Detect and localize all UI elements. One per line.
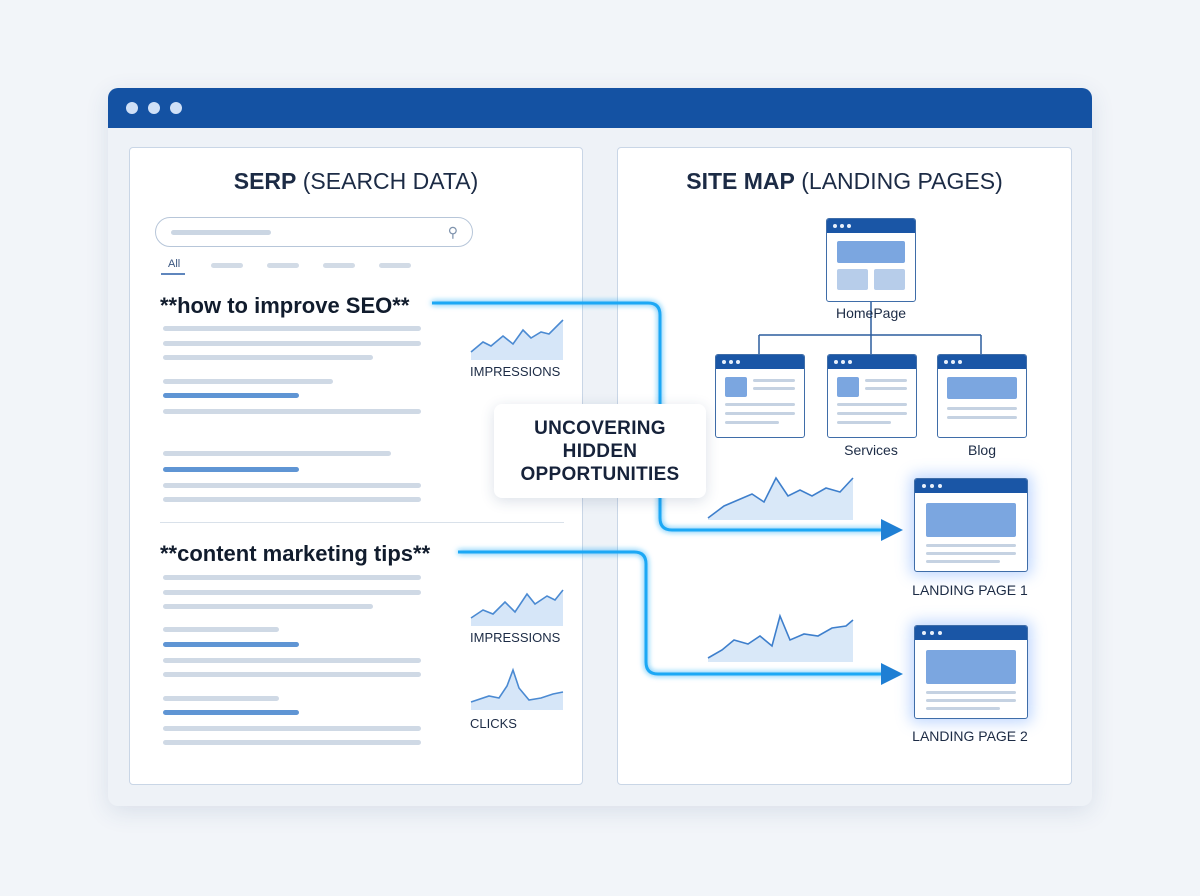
tab-placeholder[interactable] bbox=[211, 263, 243, 268]
serp-panel-title: SERP (SEARCH DATA) bbox=[233, 168, 479, 194]
services-page-icon[interactable] bbox=[827, 354, 917, 438]
node-label-landing-page-1: LANDING PAGE 1 bbox=[912, 582, 1028, 598]
search-icon[interactable]: ⚲ bbox=[447, 224, 458, 240]
impressions-sparkline-icon bbox=[470, 319, 564, 360]
keyword-how-to-improve-seo[interactable]: **how to improve SEO** bbox=[160, 293, 410, 318]
callout-line: UNCOVERING bbox=[534, 418, 666, 439]
arrow-right-icon bbox=[881, 519, 903, 541]
trend-sparkline-icon bbox=[707, 613, 854, 662]
tab-placeholder[interactable] bbox=[379, 263, 411, 268]
callout-line: HIDDEN bbox=[562, 441, 638, 462]
tab-all-underline bbox=[161, 273, 185, 275]
result-line bbox=[163, 451, 391, 456]
metric-label-clicks: CLICKS bbox=[470, 716, 517, 731]
child-page-icon[interactable] bbox=[715, 354, 805, 438]
homepage-page-icon[interactable] bbox=[826, 218, 916, 302]
window-dot-icon[interactable] bbox=[170, 102, 182, 114]
tab-placeholder[interactable] bbox=[323, 263, 355, 268]
node-label-homepage: HomePage bbox=[835, 305, 907, 321]
arrow-right-icon bbox=[881, 663, 903, 685]
result-link[interactable] bbox=[163, 393, 299, 398]
result-link[interactable] bbox=[163, 710, 299, 715]
result-line bbox=[163, 326, 421, 331]
result-line bbox=[163, 590, 421, 595]
result-line bbox=[163, 497, 421, 502]
node-label-landing-page-2: LANDING PAGE 2 bbox=[912, 728, 1028, 744]
window-titlebar bbox=[108, 88, 1092, 128]
metric-label-impressions: IMPRESSIONS bbox=[470, 630, 561, 645]
result-line bbox=[163, 696, 279, 701]
sitemap-panel-title: SITE MAP (LANDING PAGES) bbox=[686, 168, 1003, 194]
window-dot-icon[interactable] bbox=[126, 102, 138, 114]
result-link[interactable] bbox=[163, 642, 299, 647]
result-line bbox=[163, 379, 333, 384]
clicks-sparkline-icon bbox=[470, 667, 564, 710]
result-link[interactable] bbox=[163, 467, 299, 472]
impressions-sparkline-icon bbox=[470, 589, 564, 626]
metric-label-impressions: IMPRESSIONS bbox=[470, 364, 561, 379]
tab-placeholder[interactable] bbox=[267, 263, 299, 268]
result-line bbox=[163, 575, 421, 580]
result-line bbox=[163, 483, 421, 488]
result-line bbox=[163, 726, 421, 731]
tab-all[interactable]: All bbox=[168, 258, 181, 270]
result-line bbox=[163, 604, 373, 609]
section-divider bbox=[160, 522, 564, 523]
blog-page-icon[interactable] bbox=[937, 354, 1027, 438]
result-line bbox=[163, 627, 279, 632]
result-line bbox=[163, 341, 421, 346]
callout-line: OPPORTUNITIES bbox=[520, 464, 680, 485]
result-line bbox=[163, 658, 421, 663]
result-line bbox=[163, 740, 421, 745]
trend-sparkline-icon bbox=[707, 476, 854, 520]
result-line bbox=[163, 355, 373, 360]
window-dot-icon[interactable] bbox=[148, 102, 160, 114]
opportunities-callout: UNCOVERING HIDDEN OPPORTUNITIES bbox=[494, 404, 706, 498]
result-line bbox=[163, 672, 421, 677]
keyword-content-marketing-tips[interactable]: **content marketing tips** bbox=[160, 541, 431, 566]
landing-page-2-icon[interactable] bbox=[914, 625, 1028, 719]
node-label-blog: Blog bbox=[967, 442, 997, 458]
search-input[interactable]: ⚲ bbox=[155, 217, 473, 247]
result-line bbox=[163, 409, 421, 414]
search-placeholder bbox=[171, 230, 271, 235]
node-label-services: Services bbox=[844, 442, 898, 458]
landing-page-1-icon[interactable] bbox=[914, 478, 1028, 572]
